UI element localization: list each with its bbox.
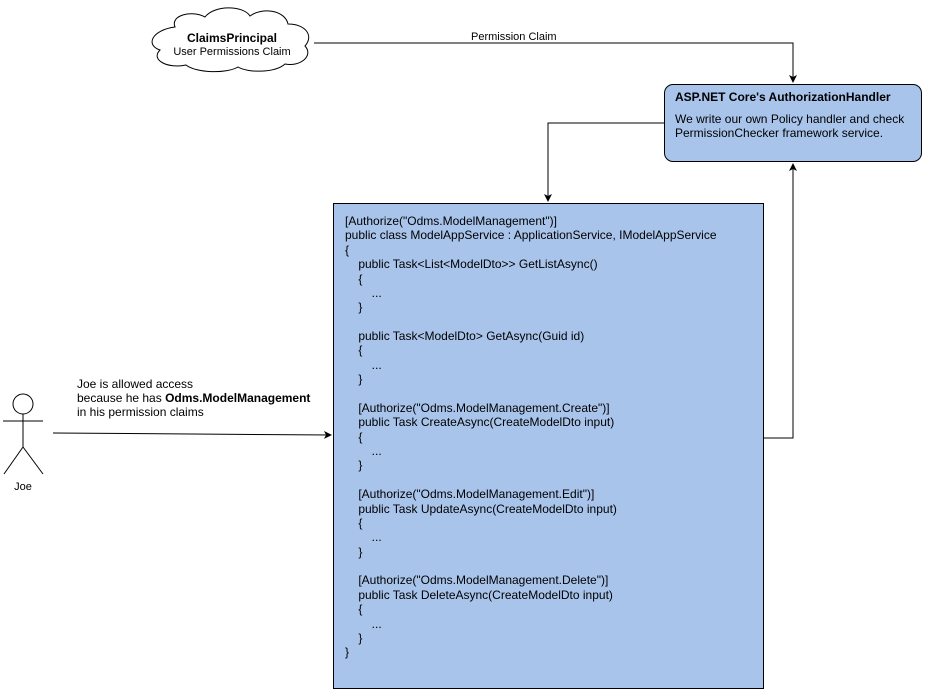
service-to-handler-edge xyxy=(764,163,797,439)
code-line: { xyxy=(345,515,363,530)
joe-access-note: Joe is allowed access because he has Odm… xyxy=(77,377,310,419)
handler-description-line: We write our own Policy handler and chec… xyxy=(675,112,905,126)
code-line: } xyxy=(345,645,350,660)
authorization-handler-description: We write our own Policy handler and chec… xyxy=(675,112,911,140)
code-line: } xyxy=(345,372,363,387)
cloud-icon xyxy=(151,7,310,73)
joe-note-line: because he has Odms.ModelManagement xyxy=(77,391,310,405)
code-line: [Authorize("Odms.ModelManagement.Delete"… xyxy=(345,573,609,588)
code-line: public Task DeleteAsync(CreateModelDto i… xyxy=(345,587,613,602)
code-line: { xyxy=(345,343,363,358)
stick-figure-icon xyxy=(3,393,44,475)
code-line: { xyxy=(345,271,363,286)
code-line: ... xyxy=(345,444,382,458)
joe-to-service-edge xyxy=(52,430,332,439)
code-line: ... xyxy=(345,616,382,631)
code-line: { xyxy=(345,429,363,444)
authorization-handler-title: ASP.NET Core's AuthorizationHandler xyxy=(675,90,891,104)
handler-description-line: PermissionChecker framework service. xyxy=(675,126,884,140)
code-line: public Task UpdateAsync(CreateModelDto i… xyxy=(345,501,617,516)
code-line: } xyxy=(345,300,363,315)
code-line: ... xyxy=(345,285,382,300)
joe-note-line: Joe is allowed access xyxy=(77,377,194,391)
code-line: public Task<ModelDto> GetAsync(Guid id) xyxy=(345,329,585,343)
code-line: public class ModelAppService : Applicati… xyxy=(345,228,717,243)
actor-name: Joe xyxy=(14,481,32,493)
code-line: ... xyxy=(345,530,382,545)
code-line: { xyxy=(345,602,363,617)
claims-principal-subtitle: User Permissions Claim xyxy=(173,46,291,58)
code-line xyxy=(345,315,763,329)
code-line: ... xyxy=(345,357,382,372)
code-line xyxy=(345,559,763,573)
handler-to-service-edge xyxy=(544,122,664,202)
code-line: } xyxy=(345,544,363,559)
authorization-handler-box: ASP.NET Core's AuthorizationHandler We w… xyxy=(664,84,922,162)
permission-claim-edge xyxy=(314,42,797,83)
code-line: [Authorize("Odms.ModelManagement.Edit")] xyxy=(345,487,595,502)
code-line: } xyxy=(345,458,363,473)
permission-claim-label: Permission Claim xyxy=(471,31,557,43)
code-line: { xyxy=(345,242,350,257)
code-line: [Authorize("Odms.ModelManagement")] xyxy=(345,214,557,228)
claims-principal-title: ClaimsPrincipal xyxy=(186,31,278,45)
code-line xyxy=(345,387,763,401)
permission-name: Odms.ModelManagement xyxy=(165,391,311,405)
model-app-service-code-box: [Authorize("Odms.ModelManagement")]publi… xyxy=(333,203,764,689)
code-line: [Authorize("Odms.ModelManagement.Create"… xyxy=(345,400,610,415)
code-line: } xyxy=(345,630,363,645)
joe-note-prefix: because he has xyxy=(77,391,166,405)
code-line xyxy=(345,473,763,487)
code-line: public Task<List<ModelDto>> GetListAsync… xyxy=(345,257,598,272)
code-line: public Task CreateAsync(CreateModelDto i… xyxy=(345,415,615,430)
joe-note-line: in his permission claims xyxy=(77,405,204,419)
